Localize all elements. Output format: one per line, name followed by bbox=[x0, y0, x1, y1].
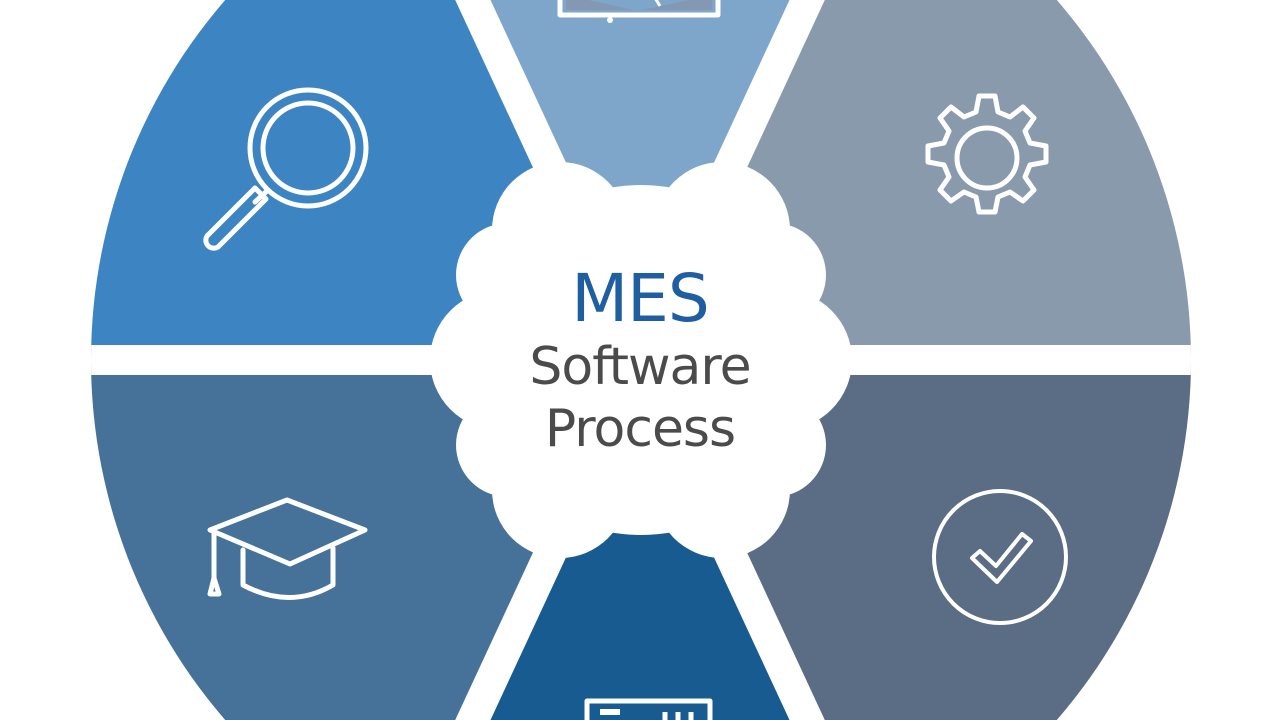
dashboard-monitor-icon bbox=[584, 698, 713, 720]
magnifying-glass-icon bbox=[203, 87, 369, 251]
gear-icon bbox=[925, 93, 1049, 215]
graduation-cap-icon bbox=[207, 497, 368, 600]
segment-top bbox=[380, 0, 900, 360]
segment-top-left bbox=[91, 0, 641, 360]
check-circle-icon bbox=[932, 489, 1068, 625]
center-cloud bbox=[430, 162, 852, 558]
open-book-icon bbox=[557, 0, 721, 23]
segment-bottom bbox=[380, 360, 900, 720]
segment-top-right bbox=[641, 0, 1191, 360]
segment-bottom-left bbox=[91, 360, 641, 720]
segment-bottom-right bbox=[641, 360, 1191, 720]
